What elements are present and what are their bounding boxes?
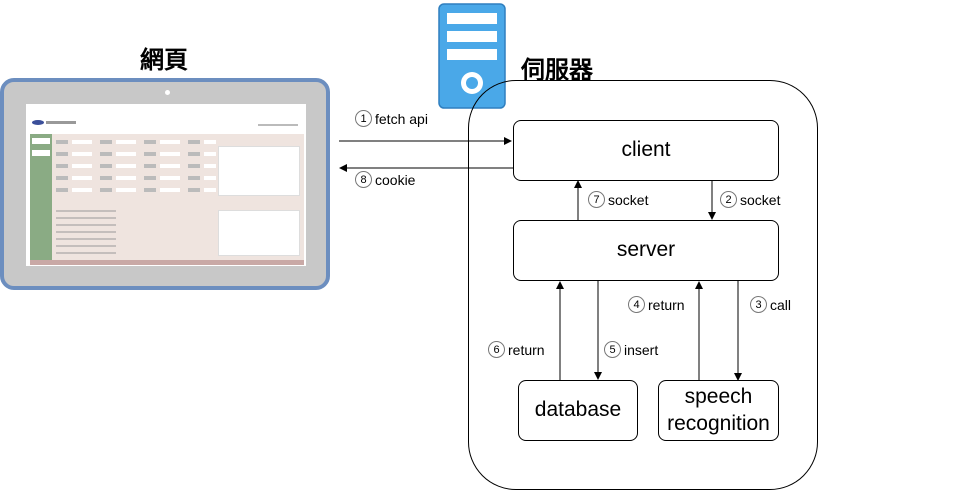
- edge-text: socket: [740, 191, 781, 208]
- app-list: [56, 210, 116, 254]
- edge-text: return: [508, 341, 545, 358]
- app-header-links: [258, 124, 298, 126]
- app-header-text: [46, 121, 76, 124]
- step-number: 3: [750, 296, 767, 313]
- client-node: client: [513, 120, 779, 181]
- app-form-row: [56, 176, 216, 180]
- app-form-row: [56, 188, 216, 192]
- app-sidebar: [30, 134, 52, 260]
- browser-title: 網頁: [140, 46, 188, 74]
- edge-text: socket: [608, 191, 649, 208]
- label-socket-7: 7 socket: [588, 191, 648, 208]
- step-number: 5: [604, 341, 621, 358]
- edge-text: insert: [624, 341, 659, 358]
- edge-text: fetch api: [375, 110, 428, 127]
- label-return-6: 6 return: [488, 341, 545, 358]
- label-return-4: 4 return: [628, 296, 685, 313]
- step-number: 1: [355, 110, 372, 127]
- server-title: 伺服器: [521, 56, 593, 84]
- app-sidebar-item: [32, 138, 50, 144]
- edge-text: cookie: [375, 171, 416, 188]
- tablet-screen: [26, 104, 306, 266]
- label-call-3: 3 call: [750, 296, 791, 313]
- tablet-camera: [165, 90, 170, 95]
- label-cookie: 8 cookie: [355, 171, 415, 188]
- database-node: database: [518, 380, 638, 441]
- app-result-box: [218, 210, 300, 256]
- speech-recognition-node: speech recognition: [658, 380, 779, 441]
- server-container: [468, 80, 818, 490]
- app-form-row: [56, 164, 216, 168]
- edge-text: call: [770, 296, 792, 313]
- server-node: server: [513, 220, 779, 281]
- label-socket-2: 2 socket: [720, 191, 780, 208]
- app-form-row: [56, 140, 216, 144]
- app-form-row: [56, 152, 216, 156]
- label-insert-5: 5 insert: [604, 341, 658, 358]
- step-number: 7: [588, 191, 605, 208]
- edge-text: return: [648, 296, 685, 313]
- app-footer: [30, 260, 304, 265]
- step-number: 6: [488, 341, 505, 358]
- step-number: 2: [720, 191, 737, 208]
- app-logo: [32, 120, 44, 125]
- step-number: 8: [355, 171, 372, 188]
- step-number: 4: [628, 296, 645, 313]
- label-fetch-api: 1 fetch api: [355, 110, 428, 127]
- tablet-frame: [0, 78, 330, 290]
- app-main-panel: [52, 134, 304, 260]
- app-result-box: [218, 146, 300, 196]
- app-sidebar-item: [32, 150, 50, 156]
